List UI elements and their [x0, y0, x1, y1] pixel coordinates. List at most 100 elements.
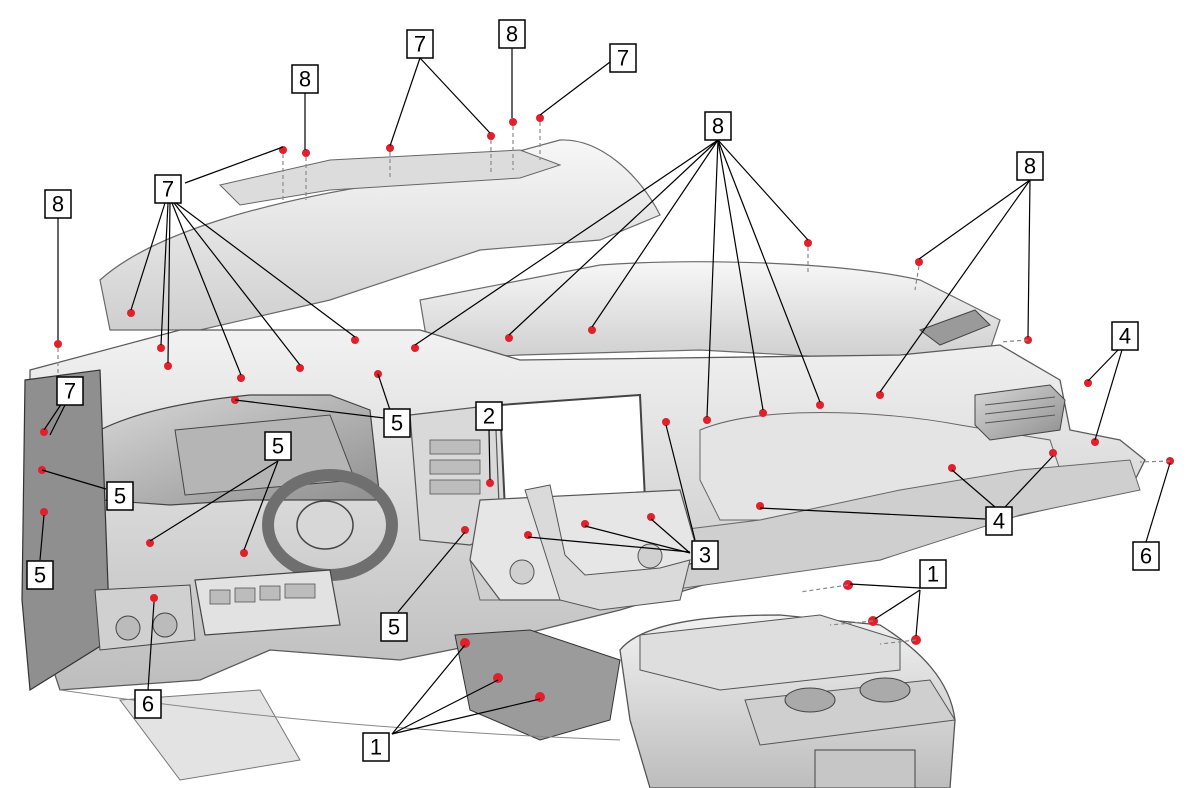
- driver-switch-buttons: [209, 583, 316, 605]
- console-lid: [639, 614, 901, 691]
- svg-text:8: 8: [712, 114, 724, 139]
- install-dash-lines: [57, 122, 1171, 645]
- callout-7-left-lower: 7: [56, 376, 84, 406]
- svg-text:2: 2: [483, 404, 495, 429]
- svg-text:7: 7: [414, 32, 426, 57]
- svg-text:6: 6: [142, 692, 154, 717]
- fastener: [487, 132, 495, 140]
- callout-6-left: 6: [134, 689, 162, 719]
- left-knob-1: [115, 615, 141, 641]
- callout-4-right-lower: 4: [985, 506, 1013, 536]
- center-knob-left: [509, 559, 535, 585]
- fastener: [536, 114, 544, 122]
- fastener: [164, 362, 172, 370]
- fastener: [588, 326, 596, 334]
- console-rear-panel: [814, 749, 916, 788]
- fastener: [150, 594, 158, 602]
- callout-8-center: 8: [704, 111, 732, 141]
- svg-text:8: 8: [506, 22, 518, 47]
- svg-text:5: 5: [388, 615, 400, 640]
- cupholder-right: [859, 677, 911, 703]
- fastener: [386, 144, 394, 152]
- fastener: [804, 239, 812, 247]
- svg-text:1: 1: [370, 735, 382, 760]
- svg-text:4: 4: [993, 509, 1005, 534]
- fastener: [146, 539, 154, 547]
- callout-8-upper-left: 8: [291, 64, 319, 94]
- fastener: [493, 673, 503, 683]
- fastener: [302, 149, 310, 157]
- console-column-trim: [524, 484, 691, 611]
- left-end-panel: [21, 369, 111, 692]
- pedal-area: [119, 689, 301, 781]
- fastener: [351, 336, 359, 344]
- svg-text:8: 8: [1024, 154, 1036, 179]
- fastener: [509, 118, 517, 126]
- svg-text:5: 5: [34, 563, 46, 588]
- fastener: [411, 344, 419, 352]
- callout-7-top-right: 7: [609, 43, 637, 73]
- left-knob-2: [152, 612, 178, 638]
- fastener: [237, 374, 245, 382]
- svg-text:7: 7: [64, 379, 76, 404]
- svg-text:5: 5: [272, 434, 284, 459]
- cupholder-left: [784, 687, 836, 713]
- lower-center-bracket: [454, 629, 621, 741]
- fastener: [948, 464, 956, 472]
- svg-text:5: 5: [114, 484, 126, 509]
- callout-5-left: 5: [106, 481, 134, 511]
- center-stack-switches: [429, 439, 481, 495]
- center-knob-right: [637, 543, 663, 569]
- fastener: [1084, 379, 1092, 387]
- fastener: [703, 416, 711, 424]
- upper-trim-strip: [219, 149, 562, 206]
- fastener: [915, 258, 923, 266]
- fastener: [486, 479, 494, 487]
- floor-line: [59, 689, 621, 741]
- svg-text:3: 3: [699, 543, 711, 568]
- leader-lines: [39, 48, 1171, 735]
- callout-4-right-upper: 4: [1111, 321, 1139, 351]
- callout-5-cluster: 5: [264, 431, 292, 461]
- svg-text:7: 7: [617, 46, 629, 71]
- callout-5-center-upper: 5: [383, 408, 411, 438]
- callout-8-right: 8: [1016, 151, 1044, 181]
- svg-text:8: 8: [52, 192, 64, 217]
- svg-text:8: 8: [299, 67, 311, 92]
- fastener: [461, 526, 469, 534]
- fastener: [54, 340, 62, 348]
- upper-right-vent-grille: [918, 309, 991, 346]
- fastener: [296, 364, 304, 372]
- steering-wheel-hub: [296, 500, 354, 550]
- fastener: [876, 391, 884, 399]
- fastener: [535, 692, 545, 702]
- svg-text:7: 7: [162, 177, 174, 202]
- fastener: [759, 409, 767, 417]
- callout-2: 2: [475, 401, 503, 431]
- callout-1-right: 1: [919, 559, 947, 589]
- fastener: [40, 508, 48, 516]
- right-vent-slats: [984, 396, 1056, 424]
- callout-1-bottom: 1: [362, 732, 390, 762]
- callout-5-far-left: 5: [26, 560, 54, 590]
- svg-text:5: 5: [391, 411, 403, 436]
- fastener: [756, 502, 764, 510]
- svg-text:4: 4: [1119, 324, 1131, 349]
- fastener: [816, 401, 824, 409]
- callout-8-top-center: 8: [498, 19, 526, 49]
- fastener: [647, 513, 655, 521]
- fastener: [1049, 449, 1057, 457]
- callout-3: 3: [691, 540, 719, 570]
- fastener: [40, 428, 48, 436]
- fastener: [127, 309, 135, 317]
- fastener: [157, 344, 165, 352]
- svg-text:1: 1: [927, 562, 939, 587]
- callout-8-far-left: 8: [44, 189, 72, 219]
- callout-5-center-lower: 5: [380, 612, 408, 642]
- fastener: [1091, 438, 1099, 446]
- left-switch-panel: [94, 584, 196, 651]
- callout-7-top-center: 7: [406, 29, 434, 59]
- callout-7-left: 7: [154, 174, 182, 204]
- fastener: [460, 638, 470, 648]
